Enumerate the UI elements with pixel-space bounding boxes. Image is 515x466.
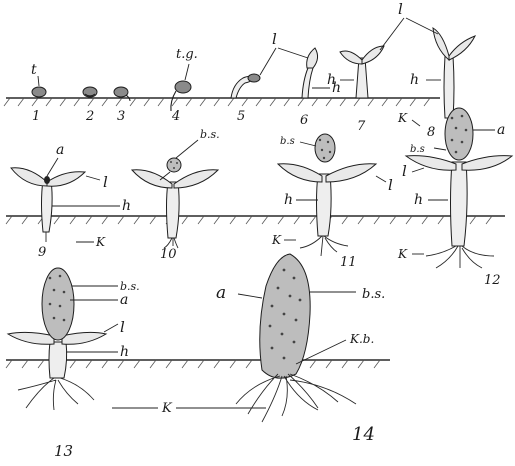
label-a-stage-14: a	[216, 283, 226, 303]
stage-13-seedling: b.s. a l h 13	[8, 268, 140, 460]
stage-14-cactus: b.s. a K.b. 14	[216, 254, 385, 445]
label-l-stages-7-8: l	[398, 0, 403, 18]
stage-number-5: 5	[237, 109, 245, 124]
label-l-stage-11: l	[388, 176, 393, 194]
stage-number-8: 8	[427, 125, 435, 140]
label-l-stage-12: l	[402, 162, 407, 180]
label-l-top-left: l	[272, 30, 277, 48]
stage-10-seedling: b.s. 10	[132, 128, 220, 262]
stage-2-seed: 2	[83, 87, 97, 124]
stage-number-11: 11	[340, 255, 357, 270]
label-h-stage-7: h	[327, 72, 336, 88]
stage-number-6: 6	[300, 113, 308, 128]
label-a-stage-9: a	[56, 142, 64, 158]
label-k-stage-8: K	[397, 111, 408, 125]
label-h-stage-11: h	[284, 192, 293, 208]
label-bs-stage-14: b.s.	[362, 287, 385, 302]
stage-number-10: 10	[160, 247, 177, 262]
stage-number-1: 1	[32, 109, 40, 124]
label-h-stage-8: h	[410, 72, 419, 88]
soil-line-row-2	[6, 216, 505, 224]
label-bs-stage-10: b.s.	[200, 128, 220, 141]
label-t: t	[31, 62, 37, 78]
stage-9-seedling: a l h K 9	[11, 142, 131, 260]
stage-12-seedling: a b.s l h K 12	[397, 108, 512, 288]
label-h-stage-13: h	[120, 344, 129, 360]
label-bs-stage-11: b.s	[280, 136, 295, 147]
label-l-stages-5-6: l	[260, 30, 308, 75]
label-h-stage-12: h	[414, 192, 423, 208]
label-k-stage-11: K	[271, 233, 282, 247]
stage-number-12: 12	[484, 273, 501, 288]
stage-number-14: 14	[352, 424, 375, 445]
label-l-stage-9: l	[103, 173, 108, 191]
label-kb-stage-14: K.b.	[349, 332, 374, 346]
stage-number-2: 2	[85, 109, 94, 124]
stage-5-seedling: 5	[231, 74, 260, 124]
label-l-stage-13: l	[120, 318, 125, 336]
stage-1-seed: t 1	[31, 62, 46, 124]
label-a-stage-13: a	[120, 292, 128, 308]
label-k-stage-12: K	[397, 247, 408, 261]
soil-line-row-1	[4, 98, 440, 106]
stage-number-9: 9	[38, 245, 46, 260]
stage-number-7: 7	[357, 119, 366, 134]
label-a-stage-12: a	[497, 122, 505, 138]
stage-number-4: 4	[171, 109, 180, 124]
label-k-row-3: K	[112, 401, 266, 416]
label-k-shared: K	[161, 401, 173, 416]
stage-11-seedling: b.s l h K 11	[271, 134, 393, 270]
stage-4-seedling: t.g. 4	[171, 47, 198, 124]
label-k-stage-9: K	[95, 235, 106, 249]
label-tg: t.g.	[176, 47, 198, 62]
stage-6-seedling: h 6	[300, 48, 341, 128]
stage-number-13: 13	[54, 442, 73, 460]
stage-number-3: 3	[117, 109, 125, 124]
label-bs-stage-12: b.s	[410, 144, 425, 155]
label-h-stage-9: h	[122, 198, 131, 214]
